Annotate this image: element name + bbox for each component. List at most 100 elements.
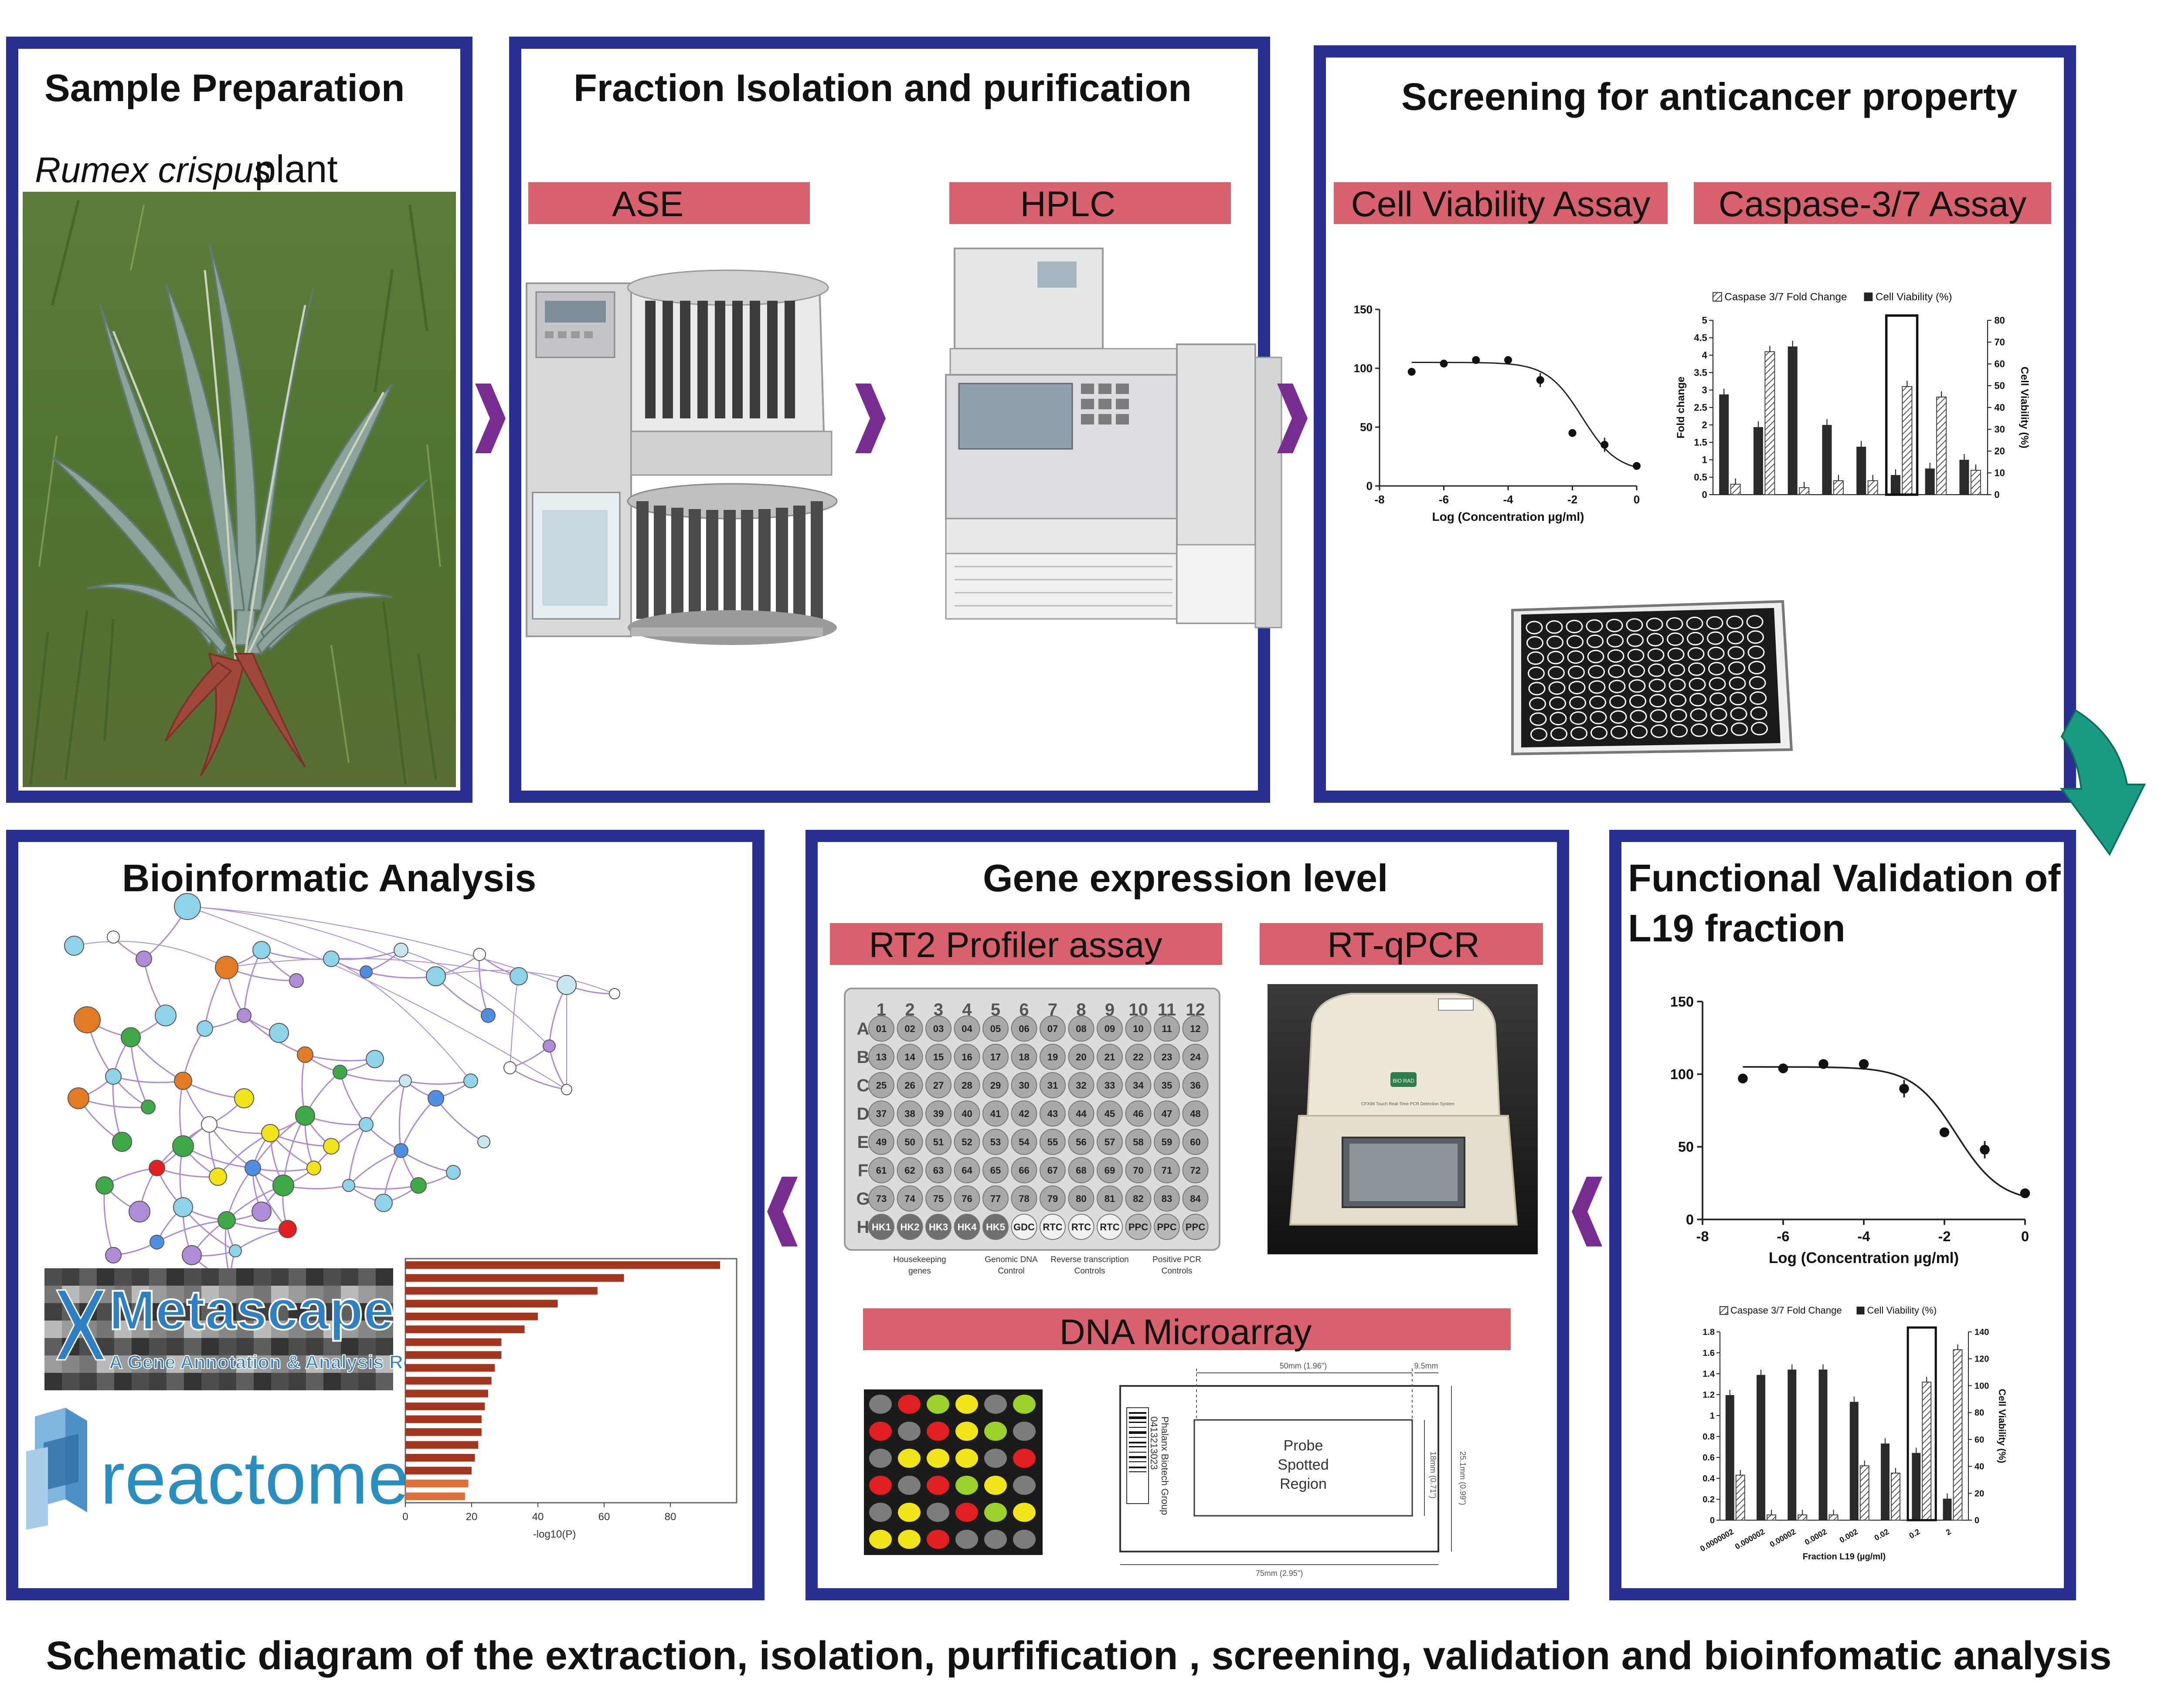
title-functional-line1: Functional Validation of: [1628, 856, 2061, 900]
plate-well-label: 40: [962, 1108, 972, 1119]
network-node: [323, 1138, 340, 1155]
plate-well: [1651, 724, 1668, 738]
network-edge: [226, 958, 519, 977]
plate-well-label: 11: [1162, 1023, 1172, 1034]
metascape-tile: [341, 1338, 358, 1355]
plate-legend-line: Reverse transcription: [1050, 1255, 1129, 1264]
metascape-tile: [271, 1373, 289, 1390]
network-node: [428, 1090, 444, 1107]
plate-well: [1670, 709, 1687, 723]
metascape-tile: [201, 1268, 219, 1286]
network-node: [503, 1061, 517, 1074]
bar-viability: [1788, 1369, 1797, 1520]
plate-well: [982, 1185, 1009, 1212]
metascape-tile: [358, 1303, 376, 1321]
y-tick-label: 5: [1702, 315, 1707, 326]
plate-well-label: 15: [933, 1052, 944, 1063]
plate-well: [1646, 618, 1663, 632]
plate-well: [897, 1100, 923, 1127]
plate-well-label: 50: [904, 1137, 915, 1148]
enrichment-bar: [405, 1338, 502, 1346]
microarray-spot: [984, 1476, 1007, 1495]
microarray-spot: [869, 1476, 892, 1495]
plate-well: [1182, 1044, 1209, 1070]
plate-well-label: 41: [990, 1108, 1001, 1119]
network-node: [173, 1197, 193, 1217]
network-node: [105, 1247, 122, 1263]
plate-well-label: PPC: [1157, 1222, 1176, 1233]
plate-well-label: 54: [1019, 1137, 1030, 1148]
enrichment-bar: [405, 1312, 538, 1321]
data-point: [1778, 1063, 1788, 1073]
plate-well: [1097, 1044, 1123, 1070]
network-edge: [339, 1072, 367, 1125]
plate-well: [954, 1157, 980, 1183]
metascape-tile: [306, 1268, 323, 1286]
plate-well: [1750, 691, 1767, 705]
network-edges: [74, 906, 615, 1282]
plate-well: [1589, 695, 1606, 709]
metascape-tile: [254, 1321, 271, 1338]
title-gene-expression: Gene expression level: [983, 856, 1388, 900]
title-fraction-isolation: Fraction Isolation and purification: [574, 66, 1192, 109]
metascape-tile: [323, 1268, 341, 1286]
barcode-frame: [1126, 1407, 1149, 1504]
microarray-spot: [1013, 1395, 1036, 1414]
bar-caspase: [1936, 397, 1947, 495]
plate-well: [1182, 1015, 1209, 1042]
chevron-left-icon: [1572, 1177, 1602, 1246]
metascape-tile: [97, 1321, 114, 1338]
plate-well-label: RTC: [1043, 1222, 1062, 1233]
network-edge: [401, 950, 550, 1046]
plate-well: [1611, 725, 1628, 739]
plate-well: [1627, 649, 1645, 662]
plate-well: [1666, 617, 1683, 631]
plate-well: [897, 1129, 923, 1155]
plate-well: [1570, 711, 1587, 725]
plate-well: [1125, 1072, 1152, 1098]
metascape-tile: [79, 1373, 97, 1390]
plate-well: [868, 1157, 894, 1183]
network-node: [473, 948, 486, 961]
plate-well: [897, 1044, 923, 1070]
plate-well: [1748, 661, 1765, 675]
network-node: [289, 973, 304, 988]
plate-well: [1751, 722, 1768, 736]
metascape-tile: [376, 1286, 393, 1303]
plate-well-label: 66: [1019, 1165, 1029, 1176]
bar-viability: [1856, 447, 1866, 495]
network-node: [136, 951, 152, 967]
plate-well-label: 58: [1133, 1137, 1143, 1148]
barcode-bar: [1129, 1412, 1146, 1414]
network-node: [174, 893, 201, 920]
plate-well-label: 08: [1076, 1023, 1086, 1034]
network-node: [237, 1008, 251, 1023]
metascape-tile: [289, 1338, 306, 1355]
x-tick-label: -4: [1503, 493, 1513, 506]
plate-well-label: 35: [1162, 1080, 1172, 1091]
plate-well: [1182, 1214, 1209, 1240]
data-point: [1407, 368, 1416, 376]
metascape-tile: [236, 1373, 254, 1390]
metascape-tile: [236, 1268, 254, 1286]
microarray-spot: [1013, 1422, 1036, 1441]
plate-well: [982, 1100, 1009, 1127]
plate-well: [868, 1185, 894, 1212]
y-tick-label: 1: [1710, 1411, 1715, 1421]
metascape-tile: [79, 1355, 97, 1373]
y-tick-label: 2.5: [1694, 402, 1707, 413]
network-graph: [64, 893, 620, 1290]
metascape-tile: [219, 1373, 236, 1390]
metascape-tile: [358, 1286, 376, 1303]
plate-well: [1606, 618, 1623, 632]
network-edge: [510, 1045, 550, 1069]
metascape-tile: [167, 1286, 184, 1303]
plate-well: [1097, 1129, 1123, 1155]
plate-well: [1527, 651, 1544, 665]
network-node: [150, 1235, 164, 1250]
x-tick-label: 0: [1634, 493, 1640, 506]
plate-well-label: 68: [1076, 1165, 1086, 1176]
bar-caspase: [1953, 1349, 1963, 1521]
biorad-logo: [1390, 1072, 1417, 1087]
metascape-tile: [62, 1373, 79, 1390]
